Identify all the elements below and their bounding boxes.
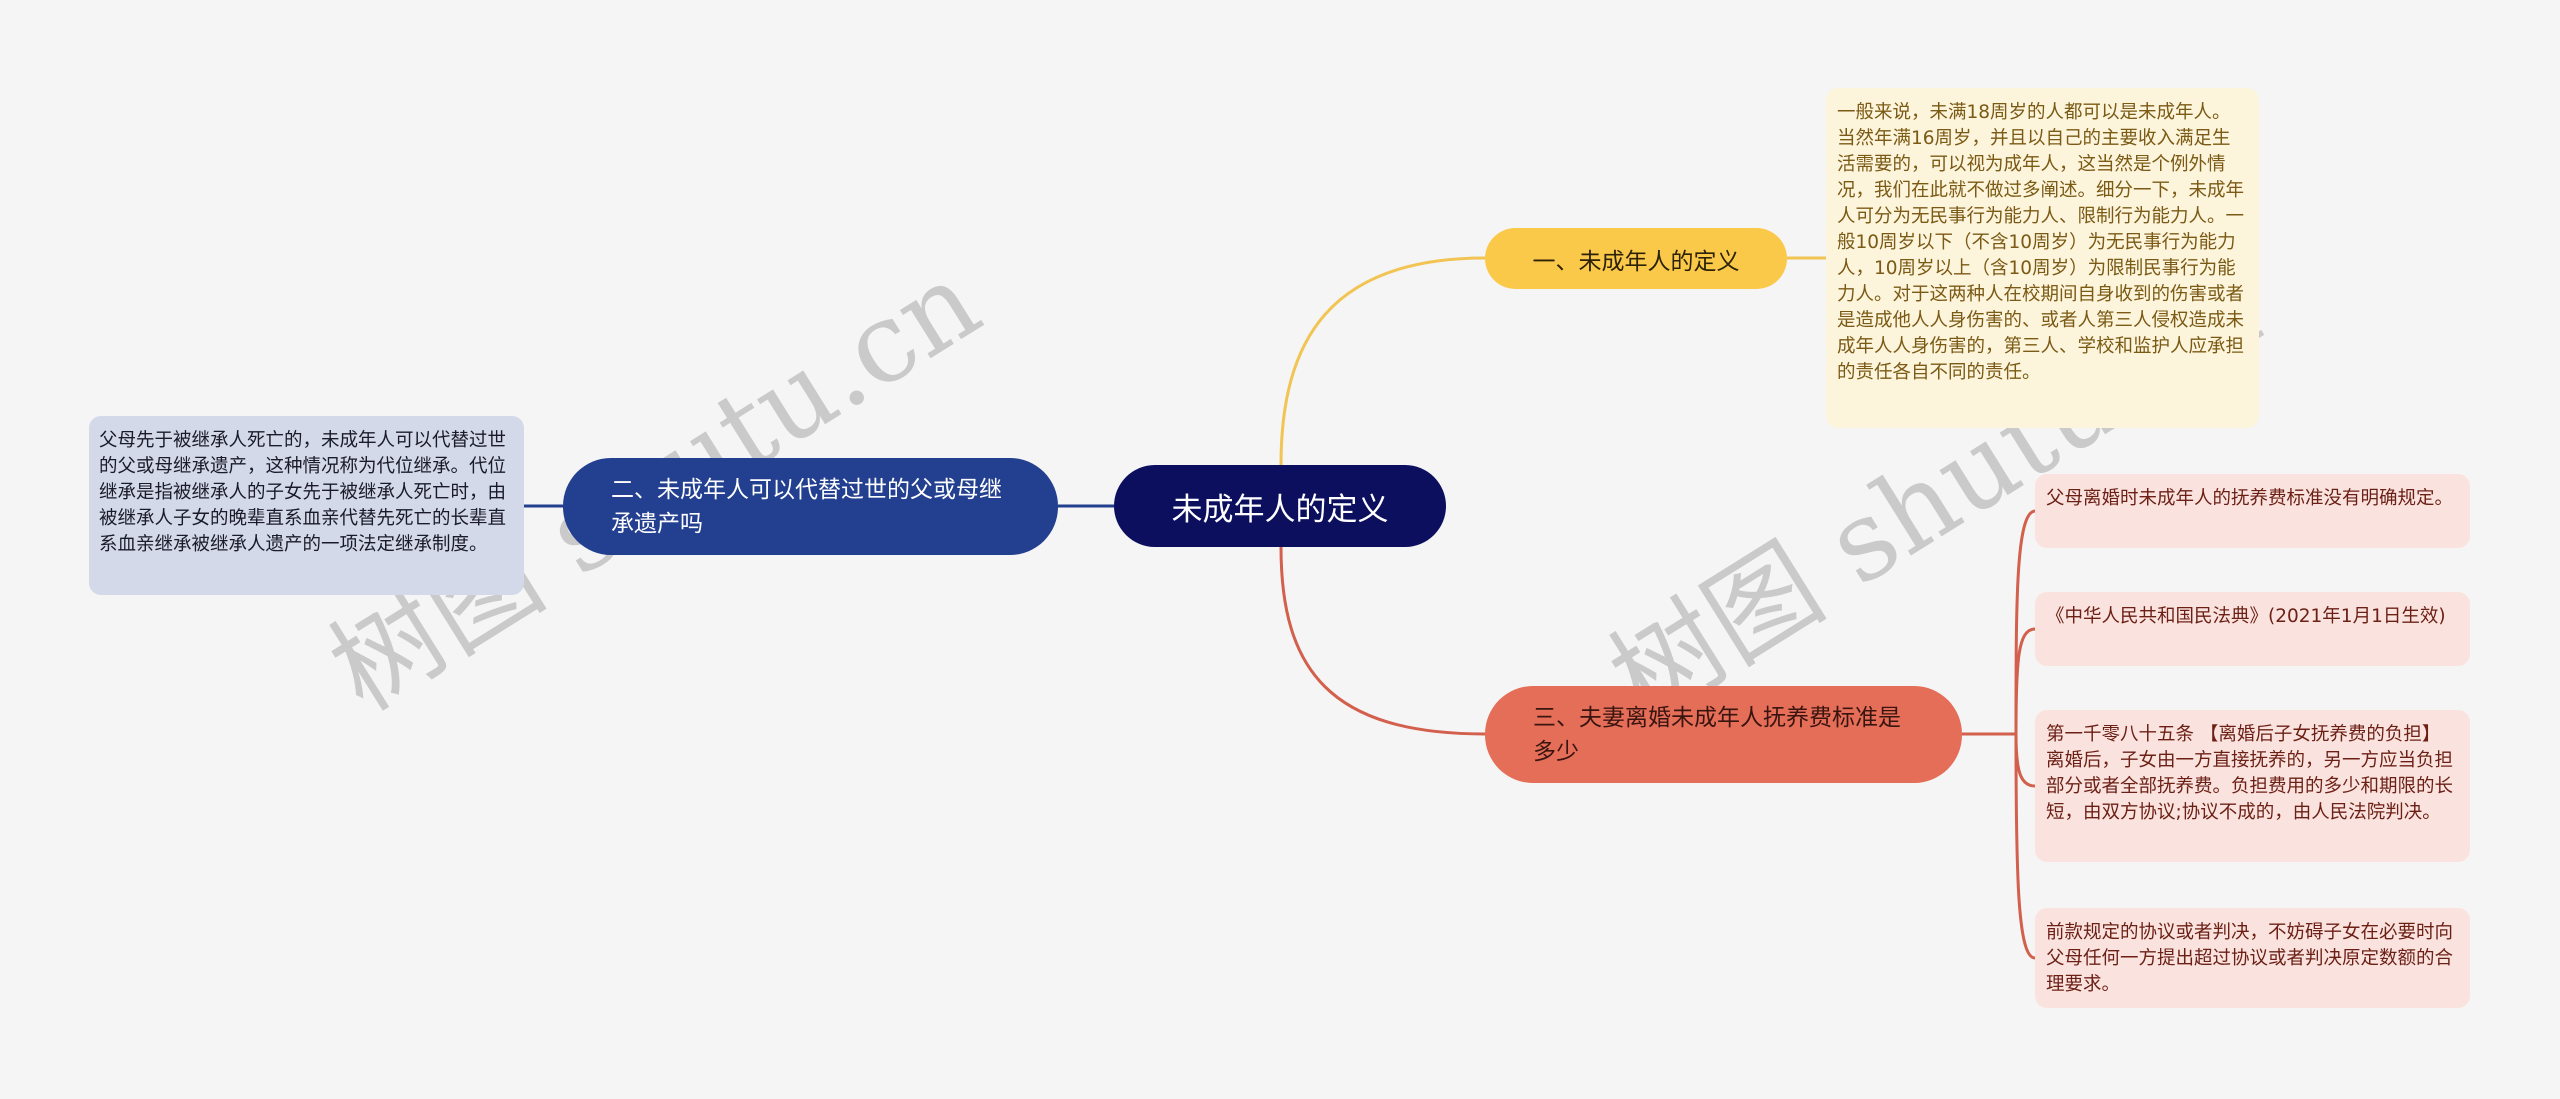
note-child-support-2[interactable]: 《中华人民共和国民法典》(2021年1月1日生效) [2035, 592, 2470, 666]
note-definition[interactable]: 一般来说，未满18周岁的人都可以是未成年人。当然年满16周岁，并且以自己的主要收… [1826, 88, 2259, 428]
note-inheritance[interactable]: 父母先于被继承人死亡的，未成年人可以代替过世的父或母继承遗产，这种情况称为代位继… [89, 416, 524, 595]
branch-node-child-support[interactable]: 三、夫妻离婚未成年人抚养费标准是多少 [1485, 686, 1962, 783]
root-node[interactable]: 未成年人的定义 [1114, 465, 1446, 547]
link-branch3-note2 [2014, 627, 2036, 735]
branch-node-inheritance[interactable]: 二、未成年人可以代替过世的父或母继承遗产吗 [563, 458, 1058, 555]
note-text: 前款规定的协议或者判决，不妨碍子女在必要时向父母任何一方提出超过协议或者判决原定… [2046, 922, 2454, 995]
branch-node-definition[interactable]: 一、未成年人的定义 [1485, 228, 1787, 289]
branch-label: 三、夫妻离婚未成年人抚养费标准是多少 [1533, 704, 1901, 765]
link-root-branch3 [1279, 546, 1486, 736]
link-branch3-note3 [2014, 733, 2036, 788]
link-root-branch1 [1279, 256, 1486, 466]
note-text: 第一千零八十五条 【离婚后子女抚养费的负担】离婚后，子女由一方直接抚养的，另一方… [2046, 724, 2454, 823]
link-branch3-note1 [2014, 509, 2036, 735]
note-text: 父母离婚时未成年人的抚养费标准没有明确规定。 [2046, 488, 2454, 509]
note-text: 《中华人民共和国民法典》(2021年1月1日生效) [2046, 606, 2446, 627]
root-label: 未成年人的定义 [1171, 491, 1389, 528]
branch-label: 二、未成年人可以代替过世的父或母继承遗产吗 [611, 476, 1002, 537]
note-text: 父母先于被继承人死亡的，未成年人可以代替过世的父或母继承遗产，这种情况称为代位继… [99, 430, 507, 555]
note-child-support-1[interactable]: 父母离婚时未成年人的抚养费标准没有明确规定。 [2035, 474, 2470, 548]
link-branch3-note4 [2014, 733, 2036, 960]
branch-label: 一、未成年人的定义 [1532, 248, 1740, 275]
note-text: 一般来说，未满18周岁的人都可以是未成年人。当然年满16周岁，并且以自己的主要收… [1837, 102, 2245, 383]
note-child-support-3[interactable]: 第一千零八十五条 【离婚后子女抚养费的负担】离婚后，子女由一方直接抚养的，另一方… [2035, 710, 2470, 862]
note-child-support-4[interactable]: 前款规定的协议或者判决，不妨碍子女在必要时向父母任何一方提出超过协议或者判决原定… [2035, 908, 2470, 1008]
